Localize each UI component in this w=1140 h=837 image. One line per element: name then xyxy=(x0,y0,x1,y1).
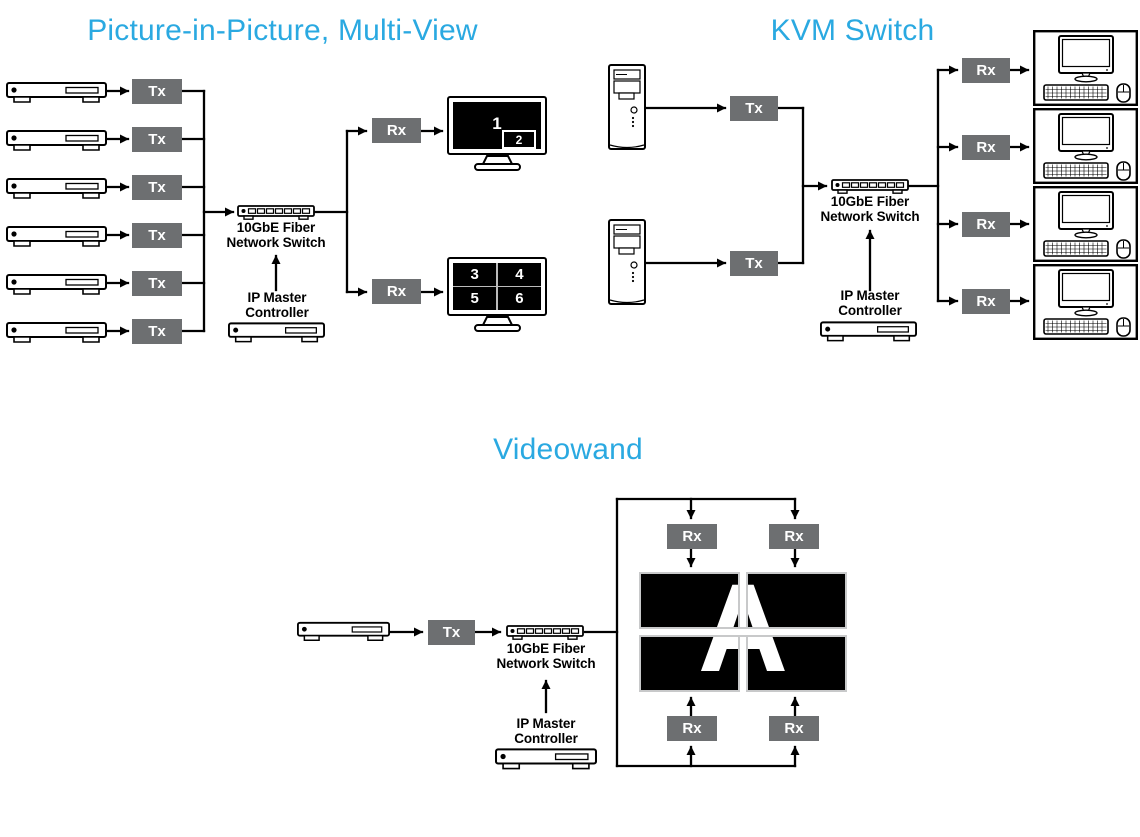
rx-box: Rx xyxy=(769,716,819,741)
rx-box: Rx xyxy=(962,289,1010,314)
quad-window-label: 5 xyxy=(453,287,497,310)
controller-label: IP Master Controller xyxy=(825,288,915,318)
media-player-icon xyxy=(6,274,107,296)
quad-window-label: 4 xyxy=(497,263,541,286)
pip-connectors xyxy=(105,86,444,336)
media-player-icon xyxy=(6,226,107,248)
tx-box: Tx xyxy=(132,319,182,344)
monitor-stand-icon xyxy=(447,155,548,171)
quad-window-label: 3 xyxy=(453,263,497,286)
media-player-icon xyxy=(6,82,107,104)
switch-label-line2: Network Switch xyxy=(226,234,326,250)
rx-box: Rx xyxy=(372,118,421,143)
rx-box: Rx xyxy=(962,212,1010,237)
tower-pc-icon xyxy=(608,64,646,151)
rx-box: Rx xyxy=(667,524,717,549)
videowall-panels xyxy=(639,572,847,692)
switch-label: 10GbE Fiber Network Switch xyxy=(815,194,925,224)
pip-inset-window: 2 xyxy=(502,130,536,149)
videowall-section-title: Videowand xyxy=(493,433,643,466)
ip-master-controller-icon xyxy=(228,322,325,344)
controller-label: IP Master Controller xyxy=(501,716,591,746)
media-player-icon xyxy=(297,621,390,643)
monitor-stand-icon xyxy=(447,316,548,332)
media-player-icon xyxy=(6,322,107,344)
controller-label: IP Master Controller xyxy=(232,290,322,320)
rx-box: Rx xyxy=(962,135,1010,160)
network-switch-icon xyxy=(237,205,315,220)
tx-box: Tx xyxy=(730,96,778,121)
videowall-connectors xyxy=(388,497,800,768)
pip-main-window-label: 1 xyxy=(492,114,502,133)
tx-box: Tx xyxy=(132,223,182,248)
kvm-section-title: KVM Switch xyxy=(770,14,935,47)
switch-label: 10GbE Fiber Network Switch xyxy=(221,220,331,250)
ip-master-controller-icon xyxy=(495,748,597,771)
controller-label-line2: Controller xyxy=(838,302,902,318)
switch-label: 10GbE Fiber Network Switch xyxy=(491,641,601,671)
tx-box: Tx xyxy=(730,251,778,276)
pip-monitor-screen: 1 2 xyxy=(453,102,541,149)
rx-box: Rx xyxy=(667,716,717,741)
tx-box: Tx xyxy=(132,79,182,104)
workstation-icon xyxy=(1033,108,1138,184)
controller-label-line1: IP Master xyxy=(247,290,307,305)
rx-box: Rx xyxy=(769,524,819,549)
rx-box: Rx xyxy=(372,279,421,304)
quad-window-label: 6 xyxy=(497,287,541,310)
switch-label-line2: Network Switch xyxy=(820,208,920,224)
controller-label-line2: Controller xyxy=(245,304,309,320)
switch-label-line1: 10GbE Fiber xyxy=(830,194,910,209)
workstation-icon xyxy=(1033,30,1138,106)
ip-master-controller-icon xyxy=(820,321,917,343)
controller-label-line2: Controller xyxy=(514,730,578,746)
controller-label-line1: IP Master xyxy=(840,288,900,303)
tx-box: Tx xyxy=(132,127,182,152)
network-switch-icon xyxy=(506,625,584,640)
switch-label-line1: 10GbE Fiber xyxy=(506,641,586,656)
workstation-icon xyxy=(1033,186,1138,262)
network-switch-icon xyxy=(831,179,909,194)
videowall-panel xyxy=(746,635,847,692)
videowall-panel xyxy=(639,572,740,629)
pip-section-title: Picture-in-Picture, Multi-View xyxy=(87,14,478,47)
quad-monitor-screen: 3 4 5 6 xyxy=(453,263,541,310)
rx-box: Rx xyxy=(962,58,1010,83)
tower-pc-icon xyxy=(608,219,646,306)
kvm-connectors xyxy=(644,65,1030,306)
switch-label-line1: 10GbE Fiber xyxy=(236,220,316,235)
videowall-panel xyxy=(746,572,847,629)
tx-box: Tx xyxy=(428,620,475,645)
pip-monitor: 1 2 xyxy=(447,96,547,155)
controller-label-line1: IP Master xyxy=(516,716,576,731)
media-player-icon xyxy=(6,178,107,200)
tx-box: Tx xyxy=(132,175,182,200)
videowall-bezel-horizontal xyxy=(639,627,847,637)
media-player-icon xyxy=(6,130,107,152)
quad-monitor: 3 4 5 6 xyxy=(447,257,547,316)
switch-label-line2: Network Switch xyxy=(496,655,596,671)
tx-box: Tx xyxy=(132,271,182,296)
workstation-icon xyxy=(1033,264,1138,340)
videowall-display: A xyxy=(639,566,847,692)
